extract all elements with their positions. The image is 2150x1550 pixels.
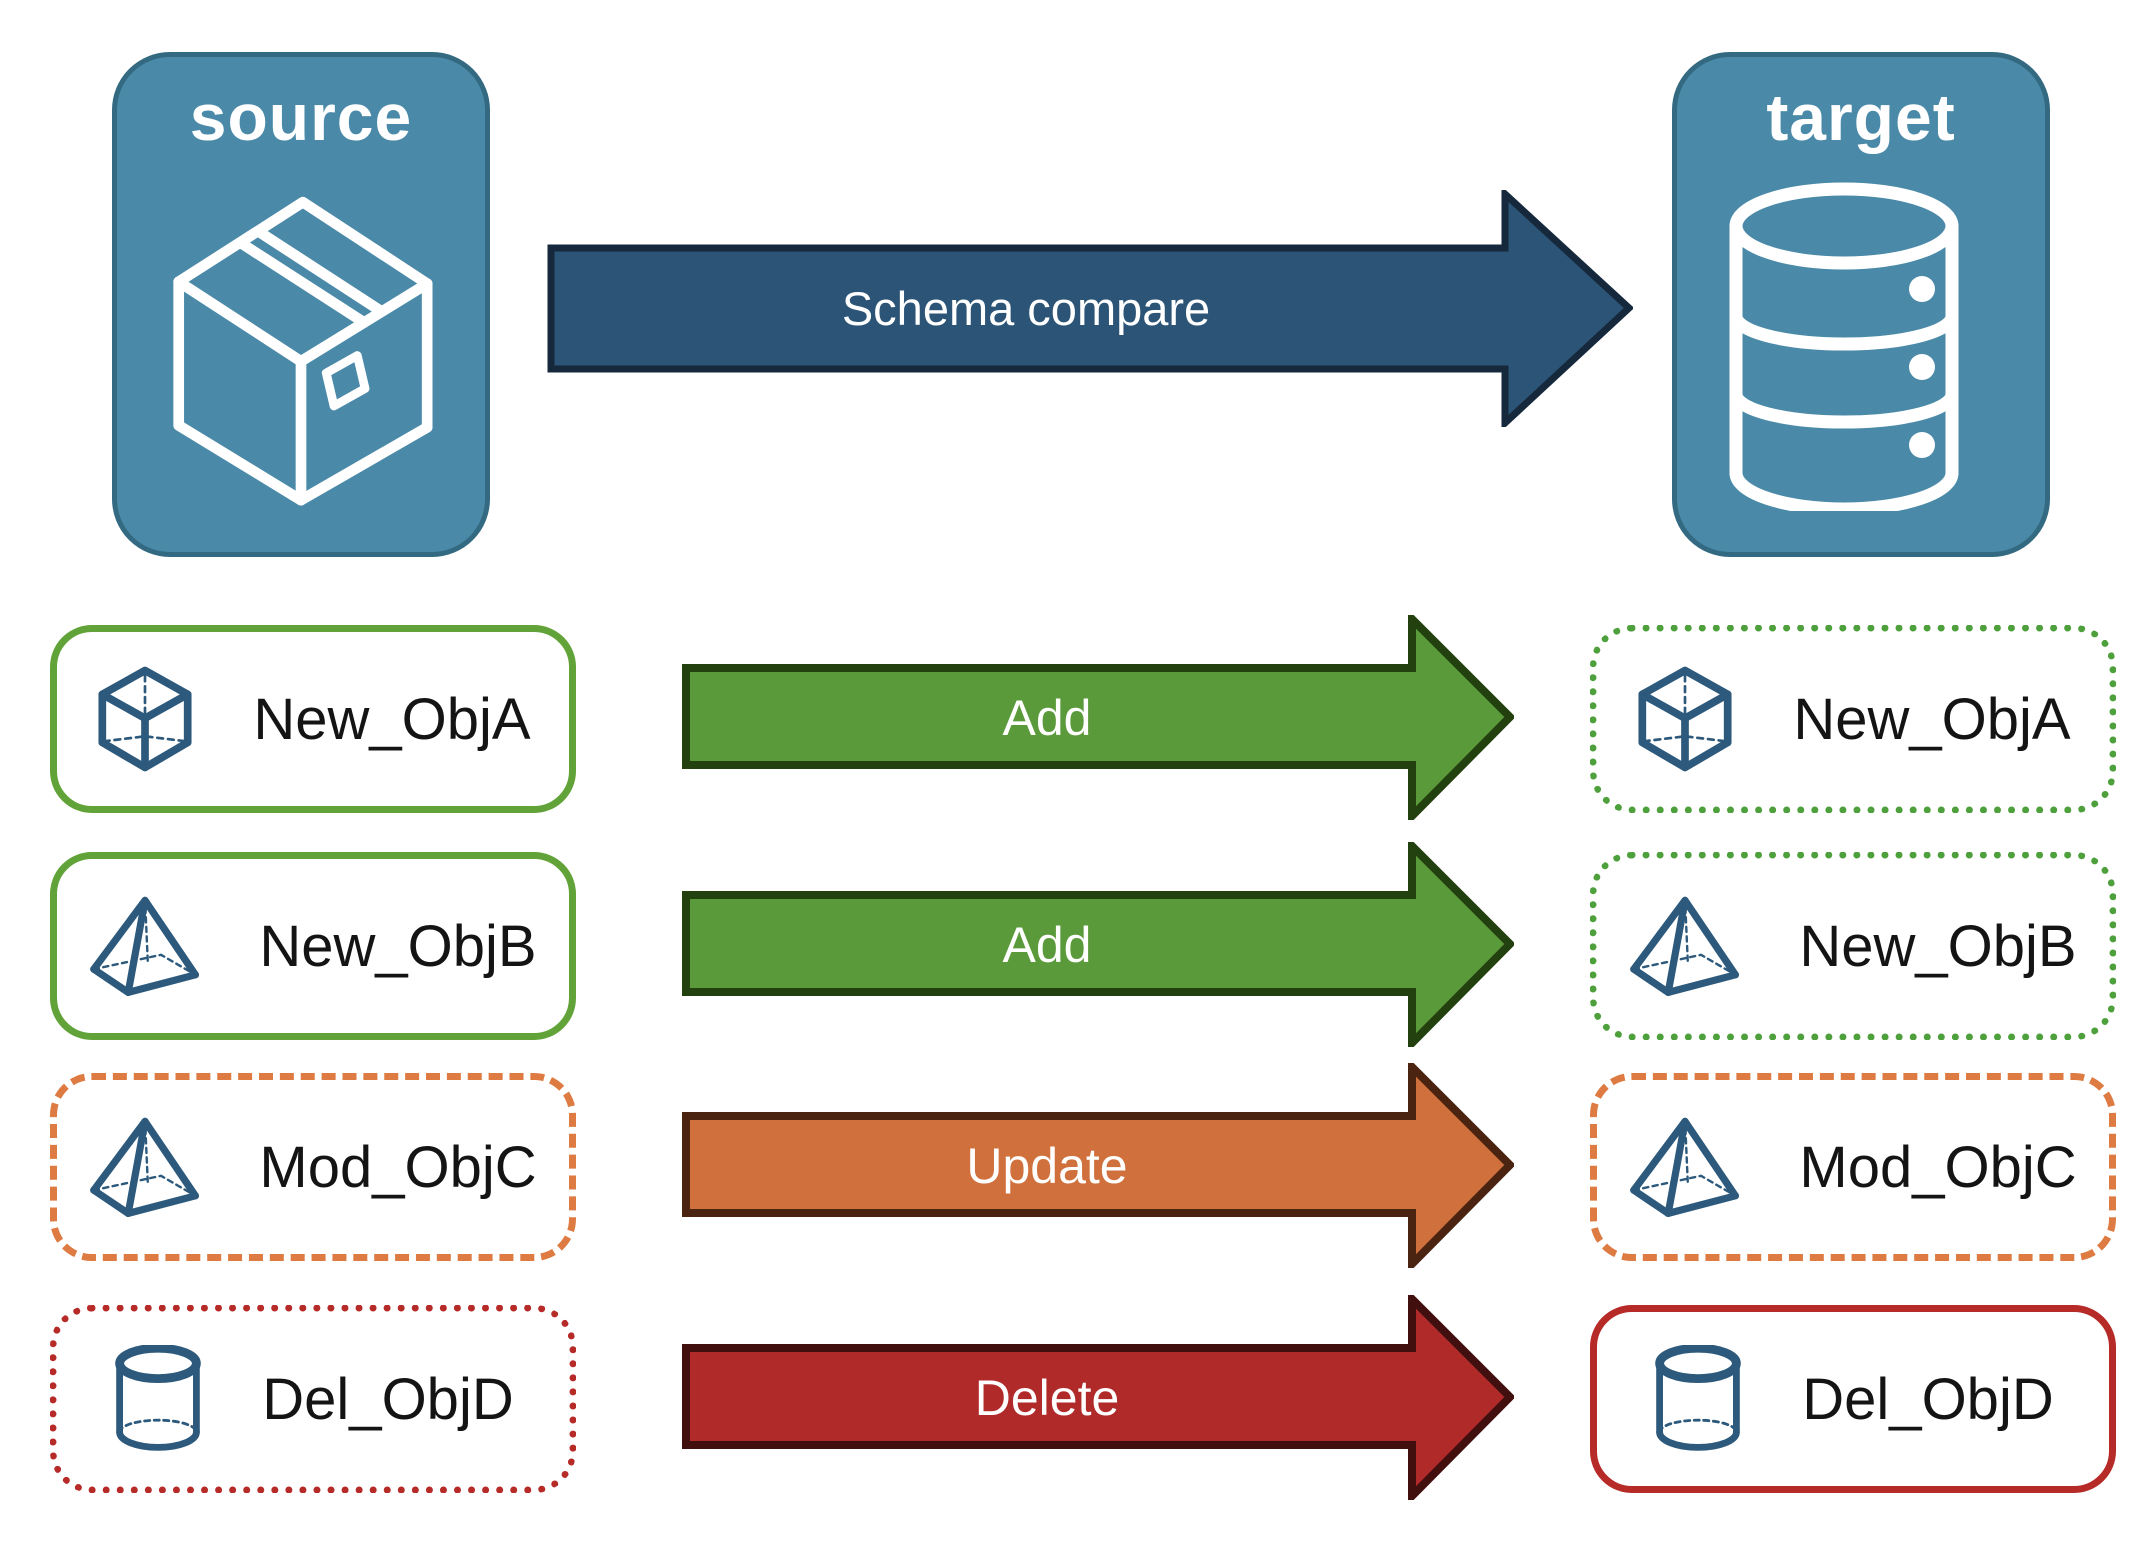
compare-arrow-shape xyxy=(547,190,1633,427)
action-arrow-label: Delete xyxy=(974,1369,1120,1426)
target-object-row-2: New_ObjB xyxy=(1590,852,2116,1040)
source-object-row-1: New_ObjA xyxy=(50,625,576,813)
target-object-row-3: Mod_ObjC xyxy=(1590,1073,2116,1261)
schema-compare-arrow: Schema compare xyxy=(547,190,1633,427)
target-object-row-1: New_ObjA xyxy=(1590,625,2116,813)
pyramid-icon xyxy=(1630,896,1740,996)
compare-arrow-label: Schema compare xyxy=(841,282,1211,335)
arrow-shape xyxy=(682,615,1514,820)
object-label: Mod_ObjC xyxy=(1799,1134,2077,1200)
database-icon xyxy=(1729,182,1959,511)
object-label: Del_ObjD xyxy=(1802,1366,2054,1432)
source-panel: source xyxy=(112,52,490,557)
source-object-row-2: New_ObjB xyxy=(50,852,576,1040)
object-label: New_ObjB xyxy=(259,913,537,979)
arrow-shape xyxy=(682,1295,1514,1500)
target-panel-title: target xyxy=(1766,80,1956,154)
cube-icon xyxy=(1638,666,1732,772)
target-object-row-4: Del_ObjD xyxy=(1590,1305,2116,1493)
add-arrow-row-2: Add xyxy=(682,842,1514,1047)
pyramid-icon xyxy=(90,1117,200,1217)
target-panel: target xyxy=(1672,52,2050,557)
cube-icon xyxy=(98,666,192,772)
action-arrow-label: Add xyxy=(1002,916,1092,973)
object-label: Del_ObjD xyxy=(262,1366,514,1432)
action-arrow-label: Add xyxy=(1002,689,1092,746)
arrow-shape xyxy=(682,842,1514,1047)
update-arrow: Update xyxy=(682,1063,1514,1268)
object-label: Mod_ObjC xyxy=(259,1134,537,1200)
cylinder-icon xyxy=(115,1345,202,1451)
source-panel-title: source xyxy=(189,80,413,154)
source-object-row-4: Del_ObjD xyxy=(50,1305,576,1493)
action-arrow-label: Update xyxy=(966,1137,1128,1194)
object-label: New_ObjA xyxy=(253,686,531,752)
pyramid-icon xyxy=(1630,1117,1740,1217)
source-object-row-3: Mod_ObjC xyxy=(50,1073,576,1261)
arrow-shape xyxy=(682,1063,1514,1268)
delete-arrow: Delete xyxy=(682,1295,1514,1500)
pyramid-icon xyxy=(90,896,200,996)
object-label: New_ObjB xyxy=(1799,913,2077,979)
object-label: New_ObjA xyxy=(1793,686,2071,752)
cylinder-icon xyxy=(1655,1345,1742,1451)
package-box-icon xyxy=(173,196,433,506)
add-arrow-row-1: Add xyxy=(682,615,1514,820)
